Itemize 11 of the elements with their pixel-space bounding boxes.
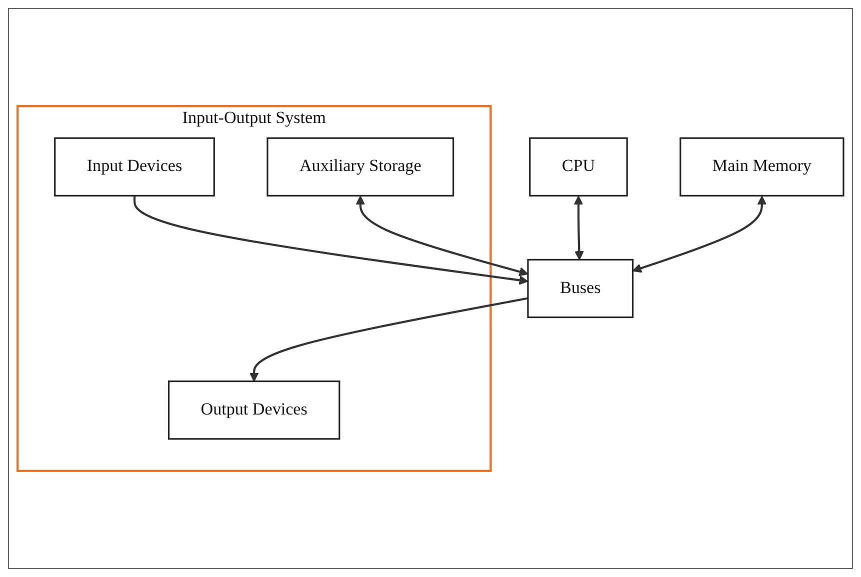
node-box: Main Memory <box>680 137 844 196</box>
node-box: Buses <box>527 258 634 318</box>
node-box: Input Devices <box>54 137 215 196</box>
node-box: CPU <box>529 137 628 196</box>
arrow <box>574 196 584 260</box>
arrow <box>133 196 528 285</box>
arrow <box>249 297 528 382</box>
node-box: Output Devices <box>168 380 340 440</box>
arrow <box>632 196 767 273</box>
arrow <box>356 196 528 276</box>
node-box: Auxiliary Storage <box>266 137 454 196</box>
